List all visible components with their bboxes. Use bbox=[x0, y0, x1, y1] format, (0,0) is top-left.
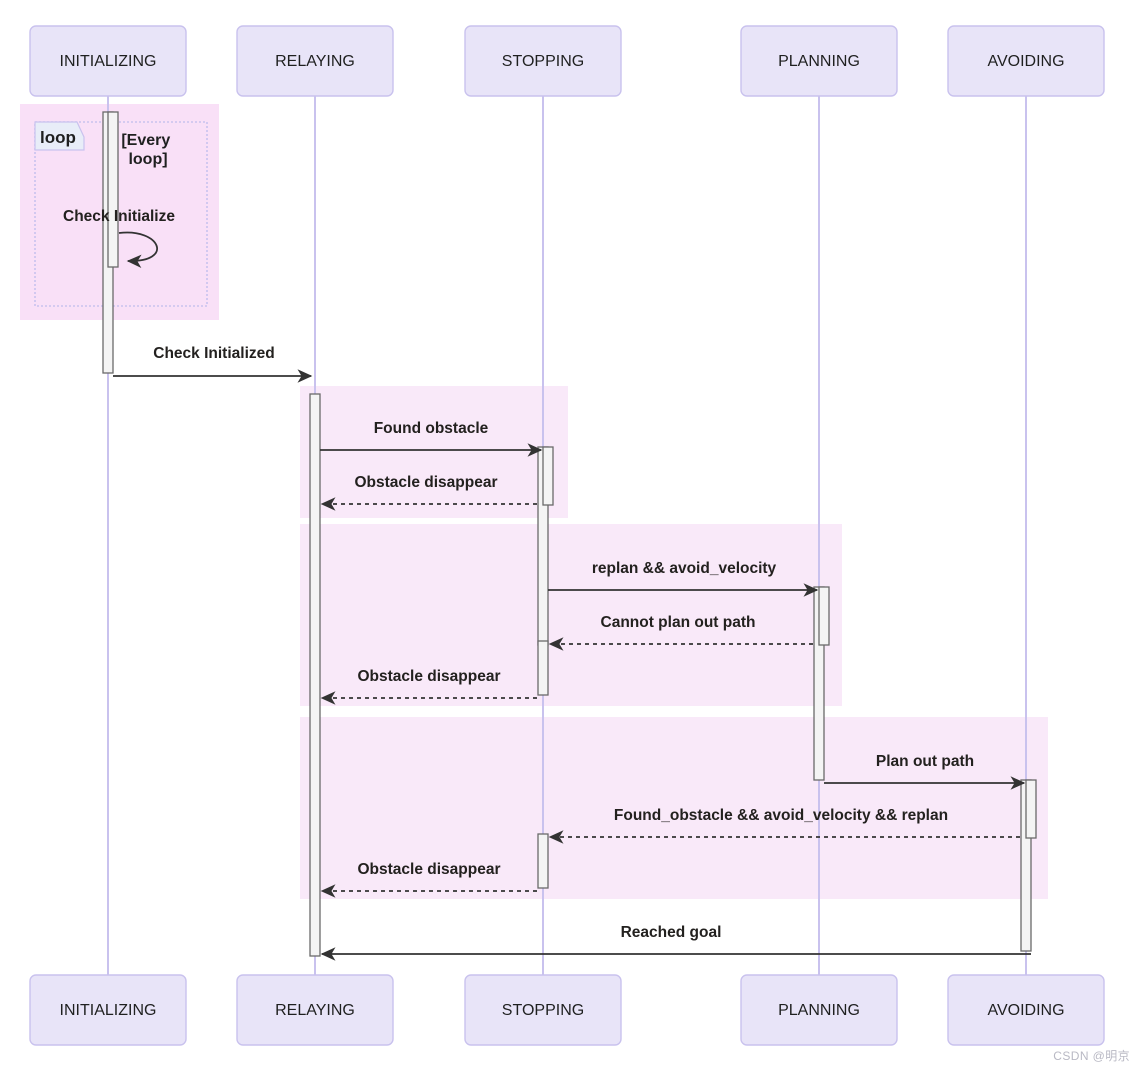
activation-avoiding-inner bbox=[1025, 779, 1037, 839]
message-reached-goal: Reached goal bbox=[320, 924, 1031, 961]
self-loop-arrow-check-initialize bbox=[118, 231, 158, 269]
participant-box[interactable] bbox=[236, 974, 394, 1046]
message-found-obstacle: Found obstacle bbox=[320, 420, 543, 457]
message-plan-out-path: Plan out path bbox=[824, 753, 1026, 790]
activation-stopping-1-inner bbox=[542, 446, 554, 506]
message-check-initialize: Check Initialize bbox=[63, 208, 175, 269]
participant-box[interactable] bbox=[740, 25, 898, 97]
participants-bottom: INITIALIZING RELAYING STOPPING PLANNING … bbox=[29, 974, 1105, 1046]
message-replan-avoid-velocity: replan && avoid_velocity bbox=[548, 560, 819, 597]
message-cannot-plan-out-path: Cannot plan out path bbox=[548, 614, 813, 651]
message-label-check-initialize: Check Initialize bbox=[63, 208, 175, 225]
participant-label: RELAYING bbox=[275, 1002, 355, 1019]
message-label-obstacle-disappear-2: Obstacle disappear bbox=[357, 668, 500, 685]
participant-label: PLANNING bbox=[778, 53, 860, 70]
participant-box[interactable] bbox=[740, 974, 898, 1046]
participant-top-planning[interactable]: PLANNING bbox=[740, 25, 898, 97]
message-label-plan-out-path: Plan out path bbox=[876, 753, 974, 770]
participant-bottom-initializing[interactable]: INITIALIZING bbox=[29, 974, 187, 1046]
message-label-obstacle-disappear-1: Obstacle disappear bbox=[354, 474, 497, 491]
participant-box[interactable] bbox=[464, 25, 622, 97]
participant-label: AVOIDING bbox=[987, 1002, 1064, 1019]
message-label-check-initialized: Check Initialized bbox=[153, 345, 274, 362]
participant-label: INITIALIZING bbox=[60, 53, 157, 70]
participant-box[interactable] bbox=[464, 974, 622, 1046]
loop-fragment-condition: [Every loop] bbox=[121, 132, 174, 168]
participant-label: AVOIDING bbox=[987, 53, 1064, 70]
participants-top: INITIALIZING RELAYING STOPPING PLANNING … bbox=[29, 25, 1105, 97]
message-label-found-obstacle: Found obstacle bbox=[374, 420, 489, 437]
participant-box[interactable] bbox=[236, 25, 394, 97]
highlight-block-stopping bbox=[300, 386, 568, 518]
messages: Check Initialize Check Initialized Found… bbox=[63, 208, 1031, 961]
activation-planning-inner bbox=[818, 586, 830, 646]
message-label-replan-avoid-velocity: replan && avoid_velocity bbox=[592, 560, 777, 577]
highlight-block-avoiding bbox=[300, 717, 1048, 899]
message-obstacle-disappear-2: Obstacle disappear bbox=[320, 668, 537, 705]
participant-bottom-planning[interactable]: PLANNING bbox=[740, 974, 898, 1046]
message-label-cannot-plan-out-path: Cannot plan out path bbox=[601, 614, 756, 631]
message-check-initialized: Check Initialized bbox=[113, 345, 313, 383]
activation-stopping-3 bbox=[537, 833, 549, 889]
participant-box[interactable] bbox=[29, 974, 187, 1046]
participant-box[interactable] bbox=[947, 25, 1105, 97]
participant-top-initializing[interactable]: INITIALIZING bbox=[29, 25, 187, 97]
participant-top-relaying[interactable]: RELAYING bbox=[236, 25, 394, 97]
csdn-watermark: CSDN @明京 bbox=[1053, 1049, 1130, 1063]
participant-label: STOPPING bbox=[502, 1002, 584, 1019]
activation-relaying-main bbox=[309, 393, 321, 957]
loop-fragment-border bbox=[34, 121, 208, 307]
participant-label: INITIALIZING bbox=[60, 1002, 157, 1019]
participant-label: PLANNING bbox=[778, 1002, 860, 1019]
message-found-obstacle-avoid-velocity-replan: Found_obstacle && avoid_velocity && repl… bbox=[548, 807, 1020, 844]
message-label-found-obstacle-avoid-velocity-replan: Found_obstacle && avoid_velocity && repl… bbox=[614, 807, 948, 824]
loop-fragment: loop [Every loop] bbox=[20, 104, 219, 320]
participant-bottom-avoiding[interactable]: AVOIDING bbox=[947, 974, 1105, 1046]
participant-bottom-relaying[interactable]: RELAYING bbox=[236, 974, 394, 1046]
loop-fragment-tab-label: loop bbox=[40, 128, 76, 147]
participant-top-stopping[interactable]: STOPPING bbox=[464, 25, 622, 97]
participant-box[interactable] bbox=[947, 974, 1105, 1046]
activation-stopping-2 bbox=[537, 640, 549, 696]
participant-box[interactable] bbox=[29, 25, 187, 97]
highlight-blocks bbox=[300, 386, 1048, 899]
participant-top-avoiding[interactable]: AVOIDING bbox=[947, 25, 1105, 97]
message-obstacle-disappear-3: Obstacle disappear bbox=[320, 861, 537, 898]
message-label-obstacle-disappear-3: Obstacle disappear bbox=[357, 861, 500, 878]
participant-bottom-stopping[interactable]: STOPPING bbox=[464, 974, 622, 1046]
highlight-block-planning bbox=[300, 524, 842, 706]
participant-label: RELAYING bbox=[275, 53, 355, 70]
message-label-reached-goal: Reached goal bbox=[621, 924, 722, 941]
activation-bars bbox=[102, 111, 1037, 957]
loop-fragment-tab bbox=[34, 121, 85, 151]
activation-initializing-inner bbox=[107, 111, 119, 268]
message-obstacle-disappear-1: Obstacle disappear bbox=[320, 474, 537, 511]
participant-label: STOPPING bbox=[502, 53, 584, 70]
